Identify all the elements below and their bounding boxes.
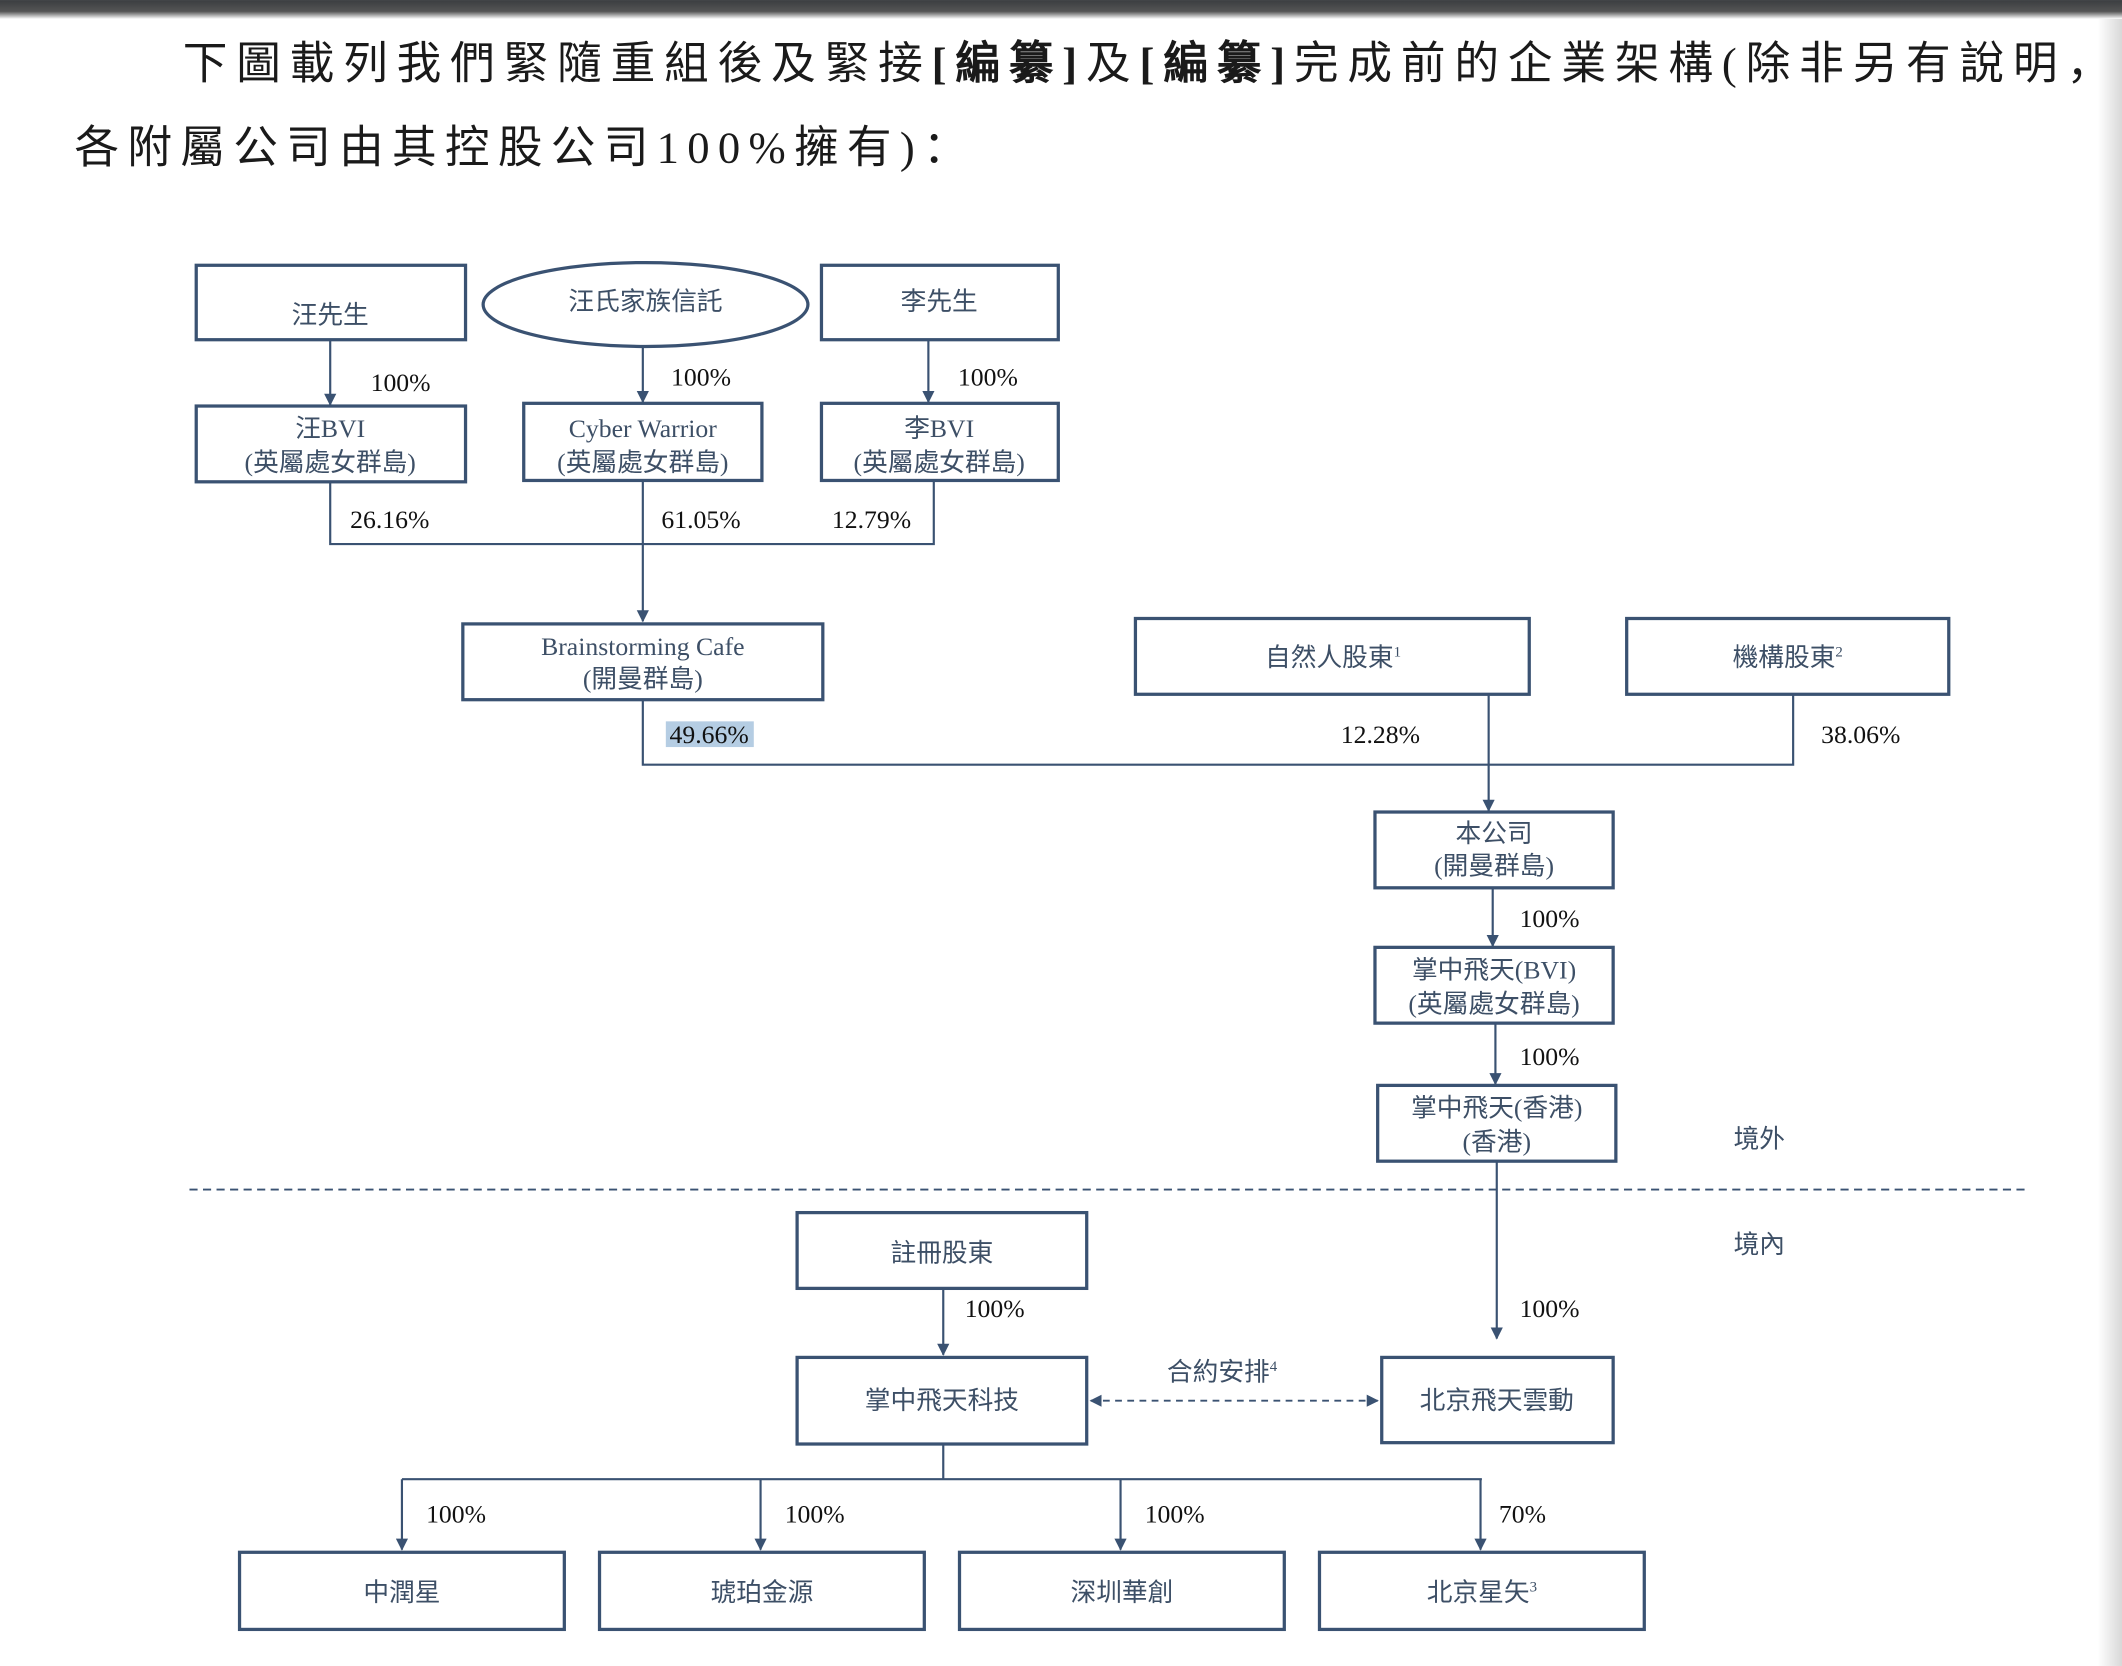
node-registered-shareholders: 註冊股東 [795,1210,1089,1291]
pct-label: 100% [1145,1500,1205,1529]
node-subsidiary: 琥珀金源 [597,1550,926,1632]
pct-label: 100% [1520,904,1580,933]
pct-label: 100% [371,368,431,397]
node-wang-bvi: 汪BVI (英屬處女群島) [194,404,468,484]
connector-company-holders [641,694,1795,766]
svg-text:自然人股東1: 自然人股東1 [1265,643,1401,672]
pct-label: 100% [1520,1294,1580,1323]
node-zz-hk: 掌中飛天(香港) (香港) [1376,1083,1618,1163]
pct-label: 100% [671,363,731,392]
svg-text:(開曼群島): (開曼群島) [583,665,703,694]
svg-text:琥珀金源: 琥珀金源 [711,1578,814,1607]
pct-label: 100% [958,363,1018,392]
node-wang-family-trust: 汪氏家族信託 [481,260,810,349]
node-subsidiary: 北京星矢3 [1317,1550,1646,1632]
svg-text:(英屬處女群島): (英屬處女群島) [854,448,1025,477]
node-subsidiary: 中潤星 [237,1550,566,1632]
node-zz-bvi: 掌中飛天(BVI) (英屬處女群島) [1373,945,1615,1025]
svg-text:深圳華創: 深圳華創 [1070,1578,1173,1607]
pct-label: 100% [785,1500,845,1529]
right-edge-shadow [2097,18,2122,1666]
svg-text:中潤星: 中潤星 [363,1578,440,1607]
intro-line-1: 下圖載列我們緊隨重組後及緊接[編纂]及[編纂]完成前的企業架構(除非另有說明， [183,39,2111,89]
svg-text:Brainstorming Cafe: Brainstorming Cafe [541,632,744,661]
pct-label: 12.79% [832,505,911,534]
contractual-arrangement-label: 合約安排4 [1167,1357,1278,1386]
svg-text:李先生: 李先生 [901,287,978,316]
node-zz-tech: 掌中飛天科技 [795,1355,1089,1446]
svg-text:機構股東2: 機構股東2 [1733,643,1843,672]
node-institutional-shareholders: 機構股東2 [1625,616,1951,696]
node-company: 本公司 (開曼群島) [1373,810,1615,890]
top-bar [0,0,2122,19]
svg-text:Cyber Warrior: Cyber Warrior [569,414,717,443]
svg-text:(英屬處女群島): (英屬處女群島) [245,448,416,477]
svg-text:(英屬處女群島): (英屬處女群島) [557,448,728,477]
svg-text:北京星矢3: 北京星矢3 [1427,1578,1537,1607]
pct-label: 70% [1499,1500,1546,1529]
connector-bvi-holders [329,481,935,546]
svg-text:李BVI: 李BVI [904,414,974,443]
node-subsidiary: 深圳華創 [957,1550,1286,1632]
intro-line-2: 各附屬公司由其控股公司100%擁有)： [74,122,967,172]
node-natural-person-shareholders: 自然人股東1 [1133,616,1531,696]
svg-text:掌中飛天(香港): 掌中飛天(香港) [1411,1094,1582,1123]
svg-text:本公司: 本公司 [1455,819,1532,848]
pct-label: 26.16% [350,505,429,534]
region-onshore-label: 境內 [1734,1230,1785,1259]
svg-text:掌中飛天科技: 掌中飛天科技 [865,1386,1019,1415]
node-cyber-warrior: Cyber Warrior (英屬處女群島) [522,401,764,483]
node-mr-li: 李先生 [819,263,1060,342]
pct-label: 38.06% [1821,720,1900,749]
svg-text:汪氏家族信託: 汪氏家族信託 [568,287,722,316]
svg-text:(香港): (香港) [1463,1127,1532,1156]
node-mr-wang: 汪先生 [194,263,468,342]
node-brainstorming-cafe: Brainstorming Cafe (開曼群島) [461,622,825,702]
svg-text:(開曼群島): (開曼群島) [1434,851,1554,880]
svg-text:掌中飛天(BVI): 掌中飛天(BVI) [1412,955,1576,984]
text-highlight [665,721,754,748]
connector-subsidiaries [401,1444,1482,1481]
node-li-bvi: 李BVI (英屬處女群島) [819,401,1060,483]
pct-label: 12.28% [1341,720,1420,749]
svg-text:汪BVI: 汪BVI [295,414,365,443]
pct-label: 100% [965,1294,1025,1323]
svg-text:(英屬處女群島): (英屬處女群島) [1408,989,1579,1018]
pct-label: 61.05% [661,505,740,534]
svg-text:汪先生: 汪先生 [292,300,369,329]
region-offshore-label: 境外 [1734,1125,1785,1154]
pct-label: 100% [426,1500,486,1529]
pct-label: 100% [1520,1042,1580,1071]
svg-text:北京飛天雲動: 北京飛天雲動 [1420,1386,1574,1415]
node-bj-feitian: 北京飛天雲動 [1380,1355,1615,1445]
svg-text:註冊股東: 註冊股東 [890,1238,993,1267]
pct-label-highlighted: 49.66% [670,720,749,749]
